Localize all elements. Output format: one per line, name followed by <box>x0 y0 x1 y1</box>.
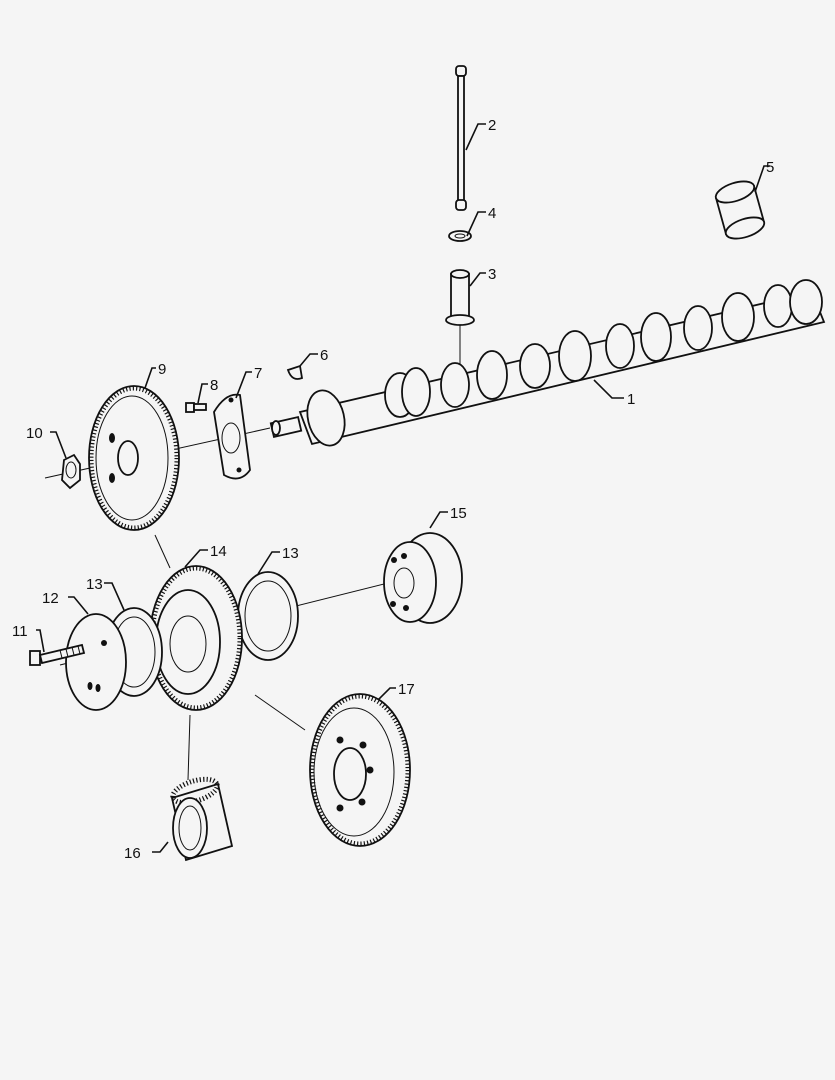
callout-4: 4 <box>488 205 496 222</box>
callout-14: 14 <box>210 543 227 560</box>
thrust-plate <box>213 393 251 480</box>
callouts: 2 4 3 5 6 7 8 9 10 1 15 13 14 13 12 11 1… <box>12 117 774 862</box>
gear-hub <box>383 532 463 624</box>
callout-6: 6 <box>320 347 328 364</box>
callout-15: 15 <box>450 505 467 522</box>
shim-right <box>237 571 299 661</box>
callout-10: 10 <box>26 425 43 442</box>
camshaft-gear <box>88 385 180 531</box>
callout-2: 2 <box>488 117 496 134</box>
retaining-plate <box>65 613 127 711</box>
callout-5: 5 <box>766 159 774 176</box>
idler-bushing <box>170 776 234 862</box>
callout-8: 8 <box>210 377 218 394</box>
callout-16: 16 <box>124 845 141 862</box>
callout-1: 1 <box>627 391 635 408</box>
callout-13-left: 13 <box>86 576 103 593</box>
washer <box>448 230 472 242</box>
gear-nut <box>61 453 81 490</box>
callout-11: 11 <box>12 623 28 640</box>
callout-17: 17 <box>398 681 415 698</box>
callout-9: 9 <box>158 361 166 378</box>
crankshaft-gear <box>309 693 411 847</box>
camshaft <box>269 279 826 447</box>
callout-3: 3 <box>488 266 496 283</box>
tappet <box>445 269 475 326</box>
camshaft-bushing <box>714 180 766 240</box>
leader-lines <box>36 123 770 853</box>
idler-gear <box>149 565 243 711</box>
gear-bolt <box>29 643 86 666</box>
callout-7: 7 <box>254 365 262 382</box>
plate-bolt <box>185 402 207 413</box>
callout-12: 12 <box>42 590 59 607</box>
callout-13-right: 13 <box>282 545 299 562</box>
woodruff-key <box>286 364 304 380</box>
push-rod <box>455 65 467 211</box>
